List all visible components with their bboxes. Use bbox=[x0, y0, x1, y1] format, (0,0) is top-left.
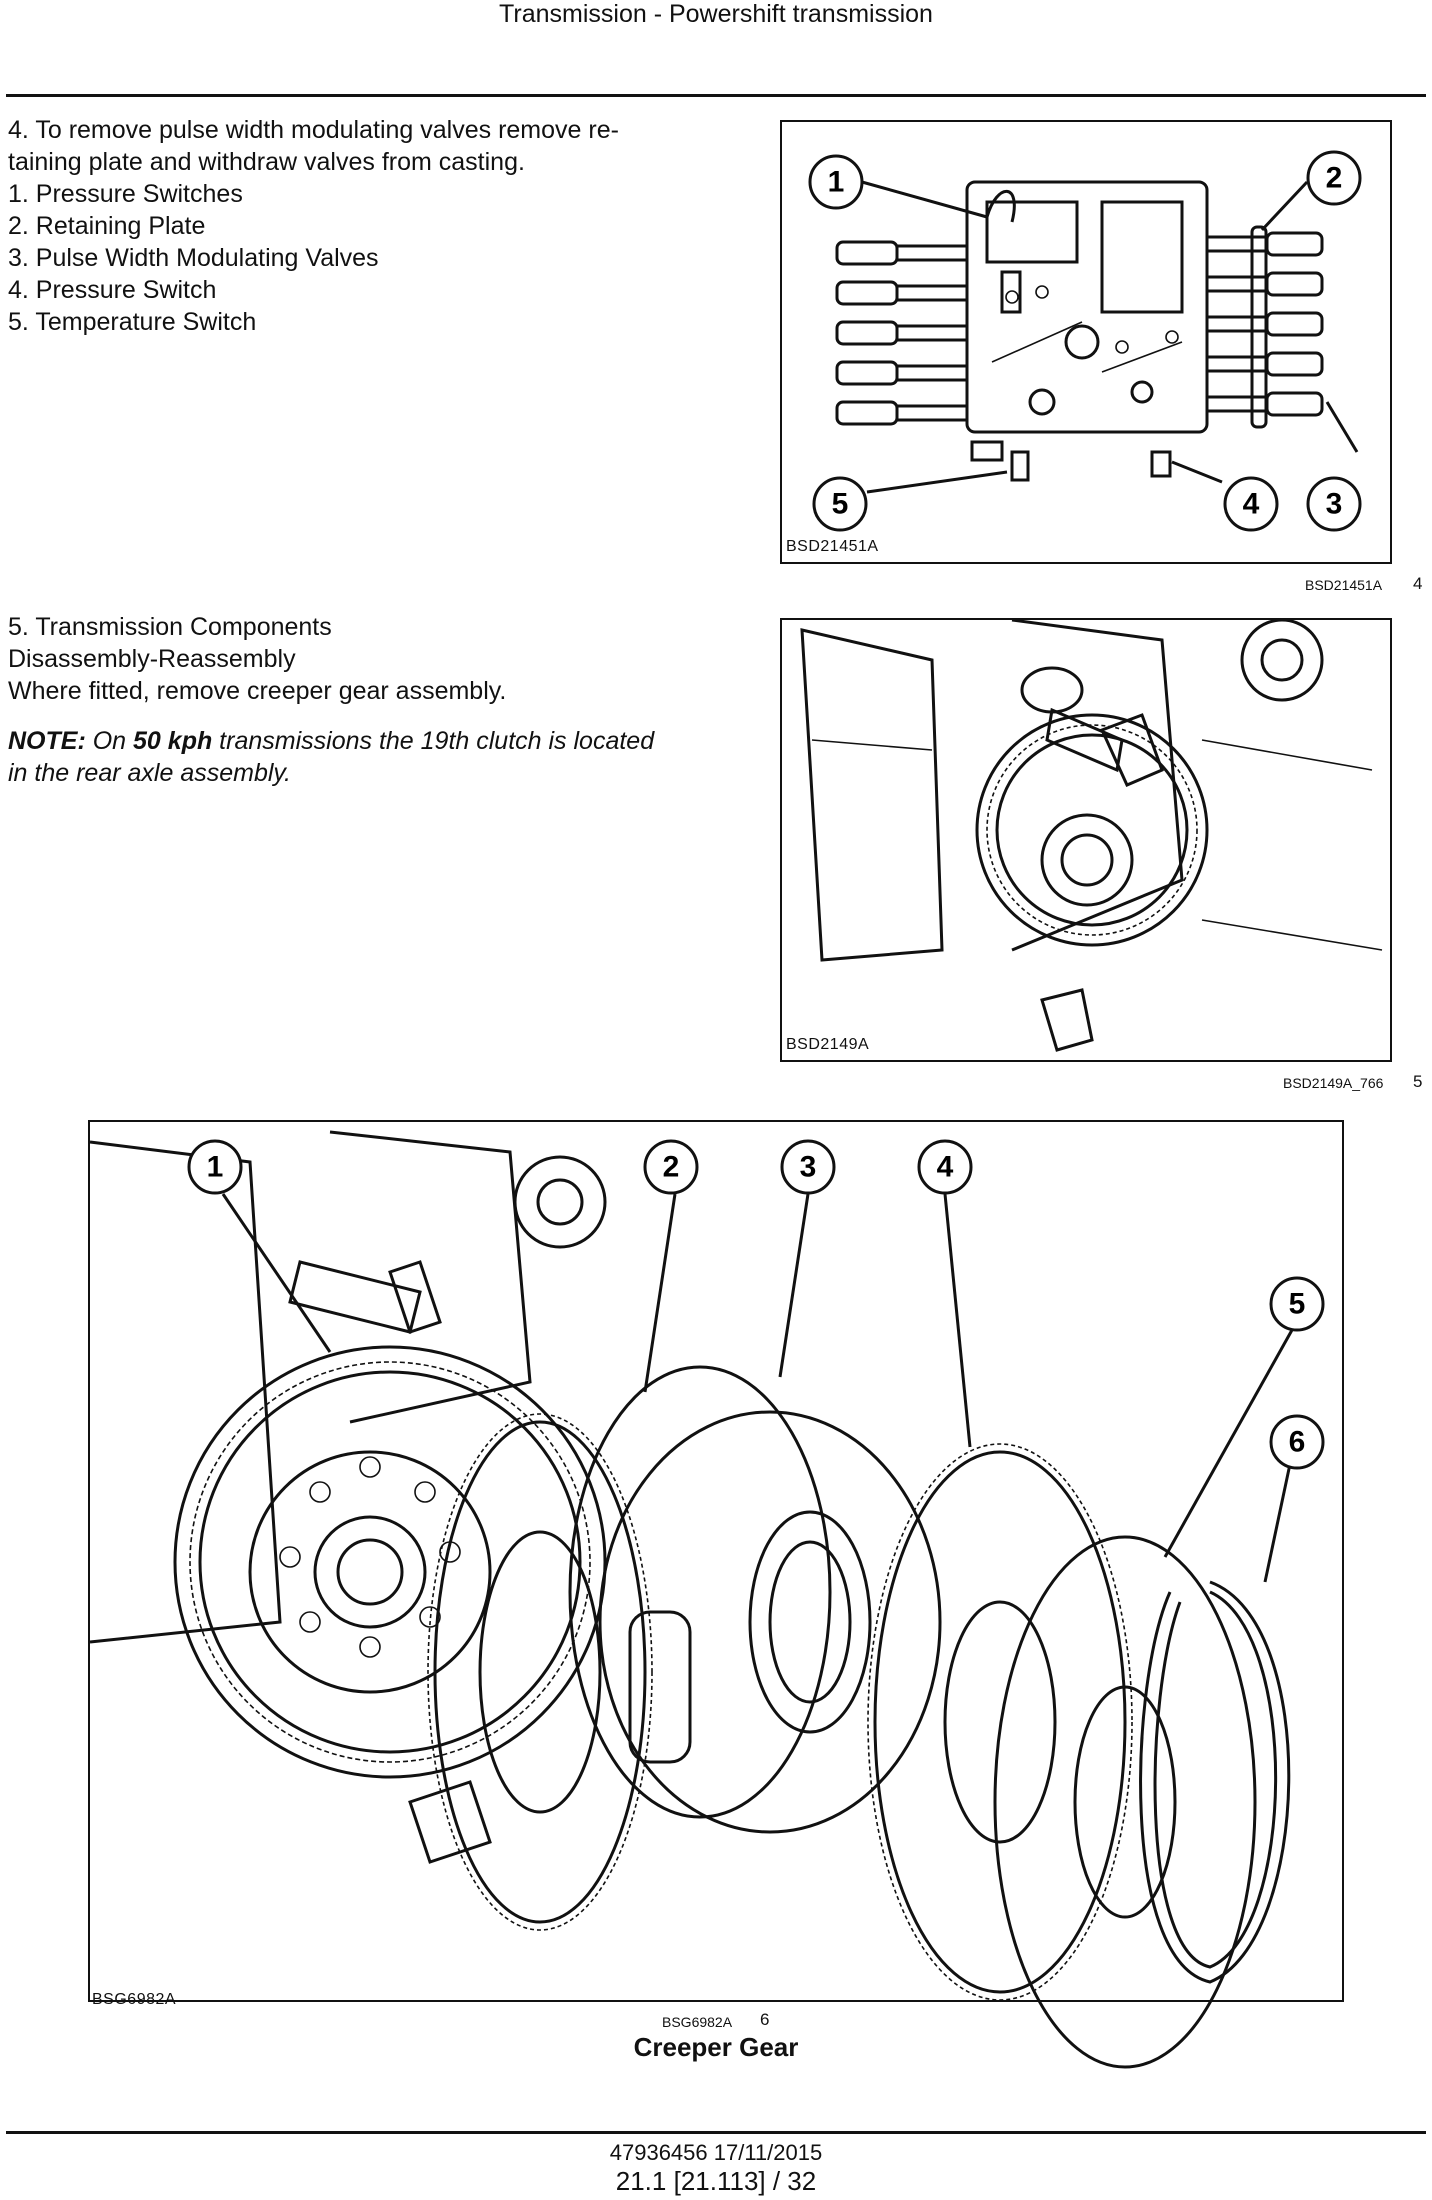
footer-doc-line: 47936456 17/11/2015 bbox=[609, 2140, 823, 2165]
fig6-callout-3-label: 3 bbox=[800, 1151, 817, 1184]
figure-6-caption-code: BSG6982A bbox=[662, 2014, 733, 2030]
creeper-gear-exploded-drawing: 1 2 3 4 5 6 bbox=[89, 1130, 1325, 2069]
figure-4-number: 4 bbox=[1413, 574, 1423, 593]
fig6-callout-5-label: 5 bbox=[1289, 1288, 1306, 1321]
callout-3 bbox=[1306, 476, 1362, 532]
step-4-line: 5. Temperature Switch bbox=[8, 308, 257, 336]
callout-2-label: 2 bbox=[1326, 162, 1343, 195]
figure-5-caption-code: BSD2149A_766 bbox=[1283, 1075, 1384, 1091]
step-4-line: 1. Pressure Switches bbox=[8, 180, 243, 208]
callout-5 bbox=[812, 476, 868, 532]
fig6-callout-2-label: 2 bbox=[663, 1151, 680, 1184]
fig6-callout-1 bbox=[187, 1139, 243, 1195]
note-post: transmissions the 19th clutch is located bbox=[212, 727, 655, 755]
footer-rule bbox=[6, 2131, 1426, 2134]
callout-4 bbox=[1223, 476, 1279, 532]
fig6-callout-6-label: 6 bbox=[1289, 1426, 1306, 1459]
fig6-callout-2 bbox=[643, 1139, 699, 1195]
fig6-callout-4 bbox=[917, 1139, 973, 1195]
figure-5-creeper-photo: BSD2149A bbox=[780, 618, 1392, 1062]
header-rule bbox=[6, 94, 1426, 97]
figure-6-number: 6 bbox=[760, 2010, 770, 2029]
note-label: NOTE: bbox=[8, 727, 86, 755]
note-pre: On bbox=[85, 727, 134, 755]
fig6-callout-4-label: 4 bbox=[937, 1151, 954, 1184]
fig6-callout-1-label: 1 bbox=[207, 1151, 224, 1184]
fig6-callout-5 bbox=[1269, 1276, 1325, 1332]
note-bold: 50 kph bbox=[133, 727, 213, 755]
note-block: NOTE: On 50 kph transmissions the 19th c… bbox=[8, 725, 654, 789]
step-4-text: 4. To remove pulse width modulating valv… bbox=[8, 114, 619, 338]
step-5-text: 5. Transmission Components Disassembly-R… bbox=[8, 611, 506, 707]
footer-page-line: 21.1 [21.113] / 32 bbox=[615, 2166, 817, 2196]
step-4-line: 2. Retaining Plate bbox=[8, 212, 206, 240]
page-header-title: Transmission - Powershift transmission bbox=[499, 0, 933, 28]
step-4-line: 3. Pulse Width Modulating Valves bbox=[8, 244, 379, 272]
step-5-line: 5. Transmission Components bbox=[8, 613, 332, 641]
creeper-assembly-drawing bbox=[800, 618, 1383, 1052]
figure-5-inner-code: BSD2149A bbox=[786, 1036, 870, 1053]
callout-3-label: 3 bbox=[1326, 488, 1343, 521]
callout-5-label: 5 bbox=[832, 488, 849, 521]
step-5-line: Where fitted, remove creeper gear assemb… bbox=[8, 677, 507, 705]
figure-6-title: Creeper Gear bbox=[633, 2032, 799, 2062]
callout-1-label: 1 bbox=[828, 166, 845, 199]
figure-4-valve-block: 1 2 3 4 5 BSD21451A bbox=[780, 120, 1392, 564]
figure-5-number: 5 bbox=[1413, 1072, 1423, 1091]
step-4-line: 4. To remove pulse width modulating valv… bbox=[8, 116, 619, 144]
valve-block-drawing: 1 2 3 4 5 bbox=[808, 150, 1362, 532]
callout-1 bbox=[808, 154, 864, 210]
step-4-line: 4. Pressure Switch bbox=[8, 276, 217, 304]
fig6-callout-3 bbox=[780, 1139, 836, 1195]
figure-6-inner-code: BSG6982A bbox=[92, 1991, 177, 2008]
figure-4-caption-code: BSD21451A bbox=[1305, 577, 1383, 593]
note-line-2: in the rear axle assembly. bbox=[8, 759, 291, 787]
callout-2 bbox=[1306, 150, 1362, 206]
figure-4-inner-code: BSD21451A bbox=[786, 538, 879, 555]
fig6-callout-6 bbox=[1269, 1414, 1325, 1470]
step-4-line: taining plate and withdraw valves from c… bbox=[8, 148, 525, 176]
callout-4-label: 4 bbox=[1243, 488, 1260, 521]
step-5-line: Disassembly-Reassembly bbox=[8, 645, 296, 673]
figure-6-creeper-gear-exploded: 1 2 3 4 5 6 BSG6982A bbox=[88, 1120, 1344, 2069]
